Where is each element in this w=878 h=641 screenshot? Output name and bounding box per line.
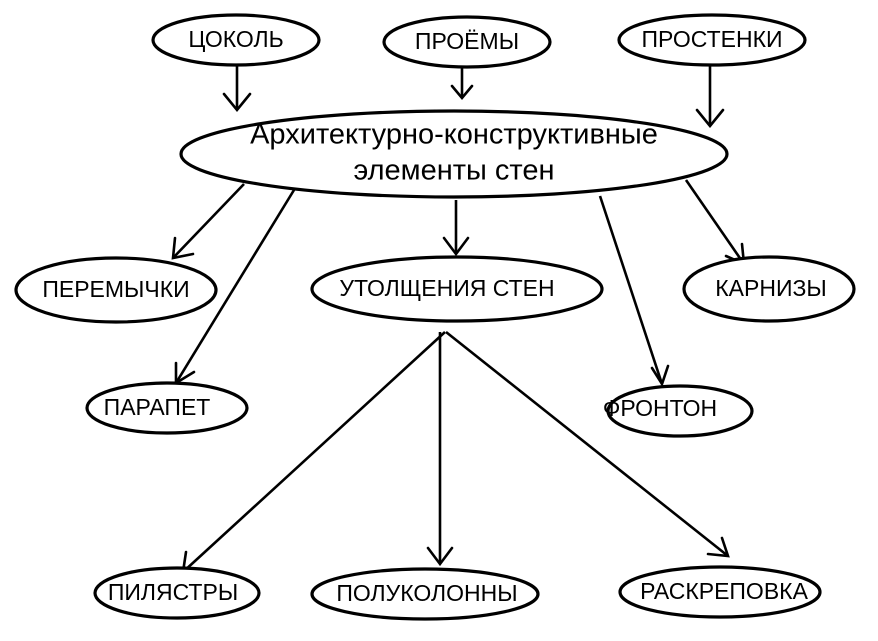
node-prostenki: ПРОСТЕНКИ xyxy=(617,13,807,67)
node-tsokol: ЦОКОЛЬ xyxy=(151,13,321,67)
node-pilyastry: ПИЛЯСТРЫ xyxy=(93,566,261,620)
node-raskrepovka: РАСКРЕПОВКА xyxy=(618,565,822,619)
node-parapet: ПАРАПЕТ xyxy=(85,381,249,435)
node-label-peremychki: ПЕРЕМЫЧКИ xyxy=(42,276,189,302)
edge-center-peremychki xyxy=(172,183,245,259)
node-label-utolshcheniya: УТОЛЩЕНИЯ СТЕН xyxy=(339,275,554,301)
arrowhead xyxy=(171,236,195,260)
node-peremychki: ПЕРЕМЫЧКИ xyxy=(14,256,218,324)
node-label-proemy: ПРОЁМЫ xyxy=(415,28,519,54)
node-label-tsokol: ЦОКОЛЬ xyxy=(188,26,283,52)
edge-center-karnizy xyxy=(684,179,746,265)
edge-center-fronton xyxy=(598,195,664,385)
node-label-pilyastry: ПИЛЯСТРЫ xyxy=(108,579,238,605)
edge-center-parapet xyxy=(174,189,296,384)
node-label-raskrepovka: РАСКРЕПОВКА xyxy=(640,578,808,604)
arrowhead xyxy=(450,84,474,101)
node-center: Архитектурно-конструктивные элементы сте… xyxy=(179,109,729,199)
node-label-prostenki: ПРОСТЕНКИ xyxy=(641,26,782,52)
edge-utolshcheniya-pilyastry xyxy=(182,331,446,573)
edge-utolshcheniya-raskrepovka xyxy=(445,330,729,558)
arrowhead xyxy=(706,536,730,558)
node-karnizy: КАРНИЗЫ xyxy=(682,255,856,323)
node-fronton: ФРОНТОН xyxy=(603,384,754,438)
arrowhead xyxy=(426,546,454,567)
center-title-line1: Архитектурно-конструктивные xyxy=(250,119,658,151)
arrowhead xyxy=(222,92,252,113)
node-utolshcheniya: УТОЛЩЕНИЯ СТЕН xyxy=(310,255,604,323)
arrowhead xyxy=(695,108,725,129)
node-proemy: ПРОЁМЫ xyxy=(382,15,552,69)
node-label-fronton: ФРОНТОН xyxy=(603,395,717,421)
arrowhead xyxy=(650,364,670,388)
node-polukolonny: ПОЛУКОЛОННЫ xyxy=(310,567,540,621)
center-title-line2: элементы стен xyxy=(353,155,554,187)
node-label-polukolonny: ПОЛУКОЛОННЫ xyxy=(336,580,517,606)
node-label-parapet: ПАРАПЕТ xyxy=(104,394,211,420)
edges xyxy=(171,66,746,574)
arrowhead xyxy=(442,236,470,257)
node-label-karnizy: КАРНИЗЫ xyxy=(715,275,826,301)
